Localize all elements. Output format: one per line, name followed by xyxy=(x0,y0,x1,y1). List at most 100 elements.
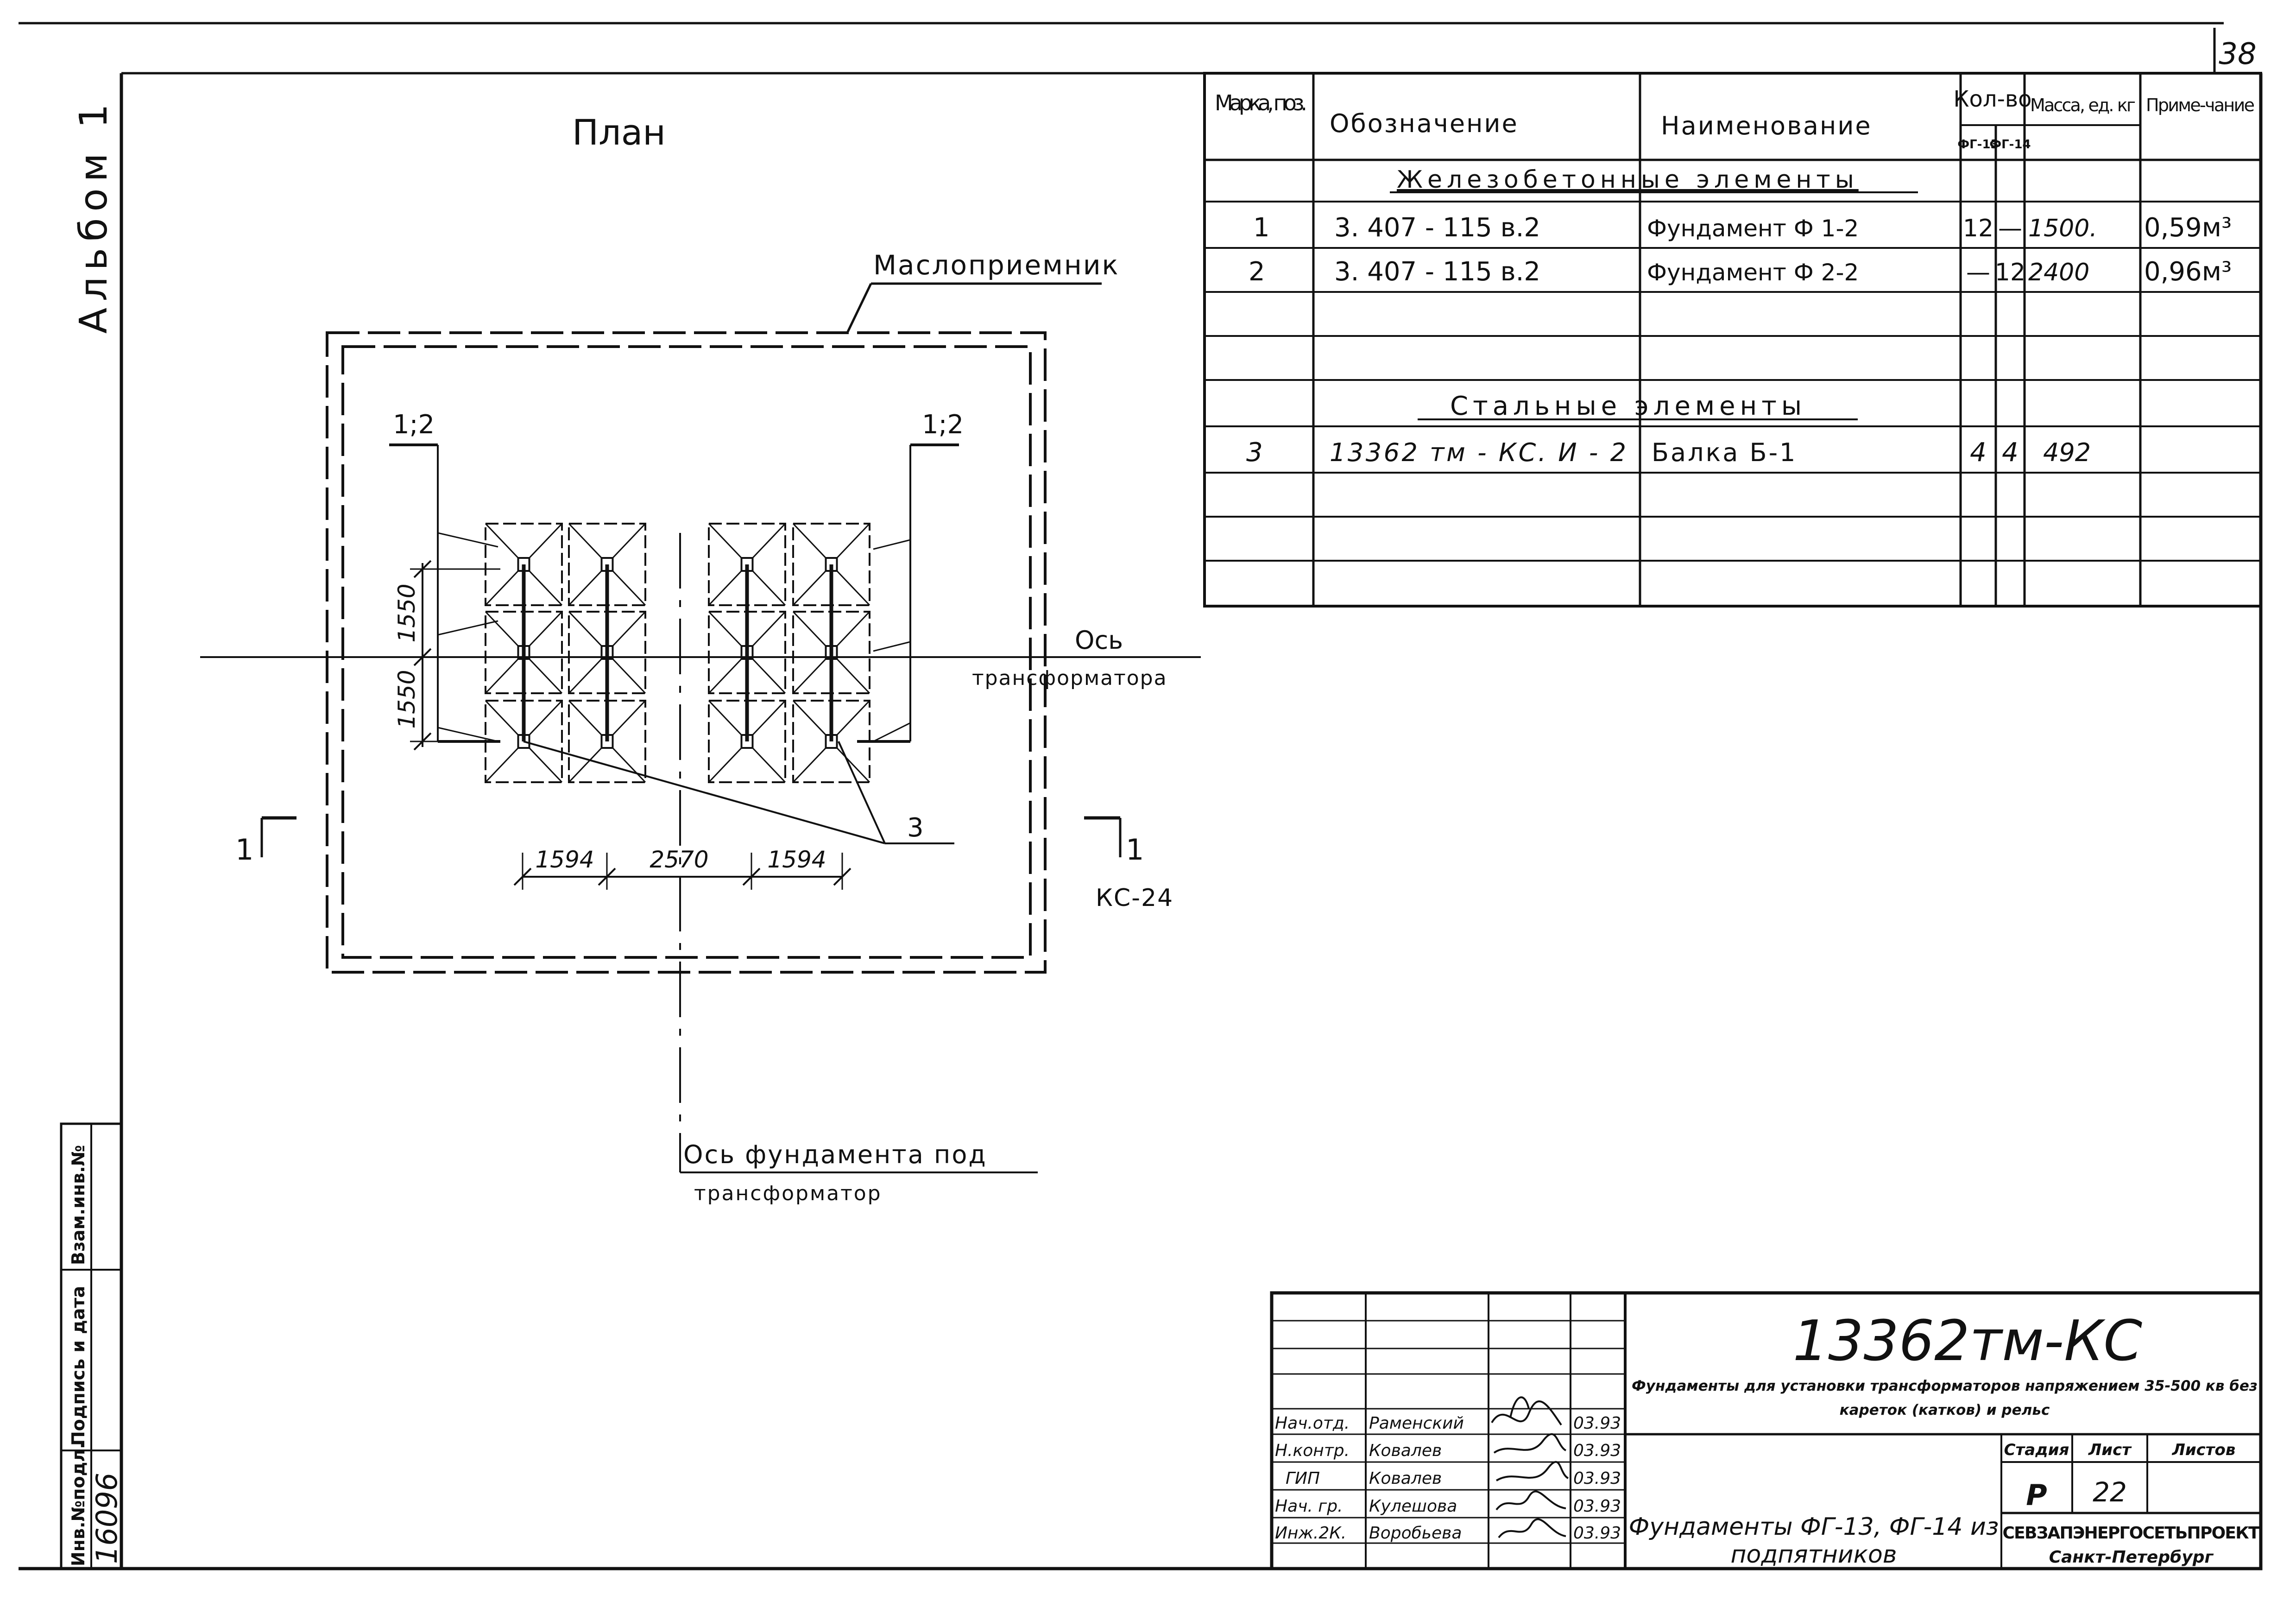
row-designation: 13362 тм - КС. И - 2 xyxy=(1330,438,1626,467)
section-steel: Стальные элементы xyxy=(1450,391,1806,421)
foundation-pads xyxy=(485,523,870,783)
row-fg14: 4 xyxy=(2002,437,2018,468)
signature-scribbles xyxy=(1491,1396,1569,1538)
oil-receiver-outline xyxy=(326,331,1047,974)
signer-name: Ковалев xyxy=(1369,1441,1442,1460)
side-stamp xyxy=(60,1122,123,1570)
beam-callout: 3 xyxy=(907,813,924,843)
signer-date: 03.93 xyxy=(1573,1414,1621,1433)
row-name: Фундамент Ф 1-2 xyxy=(1647,215,1859,242)
city: Санкт-Петербург xyxy=(2049,1548,2214,1567)
signer-row: Инж.2К. Воробьева 03.93 xyxy=(1275,1524,1621,1543)
signer-row: Н.контр. Ковалев 03.93 xyxy=(1275,1441,1621,1460)
foundation-pad xyxy=(708,700,786,783)
signer-date: 03.93 xyxy=(1573,1441,1621,1460)
dim-h-3: 1594 xyxy=(767,846,826,873)
inv-number: 16096 xyxy=(90,1473,124,1564)
row-fg13: 12 xyxy=(1963,215,1993,242)
oil-receiver-leader xyxy=(845,282,1102,335)
row-fg13: — xyxy=(1966,259,1990,286)
title-block xyxy=(1270,1291,2263,1570)
header-quantity: Кол-во xyxy=(1953,86,2031,112)
signer-name: Воробьева xyxy=(1369,1524,1462,1543)
row-note: 0,96м³ xyxy=(2144,257,2232,287)
section-ref: КС-24 xyxy=(1096,884,1173,912)
row-mass: 2400 xyxy=(2028,259,2089,286)
sheet-label: Лист xyxy=(2088,1441,2132,1459)
row-designation: 3. 407 - 115 в.2 xyxy=(1334,257,1540,287)
header-qty-fg13: ФГ-13 xyxy=(1957,138,1999,152)
album-label: Альбом 1 xyxy=(72,97,116,334)
header-designation: Обозначение xyxy=(1330,109,1519,138)
section-rc: Железобетонные элементы xyxy=(1397,166,1859,194)
stage-label: Стадия xyxy=(2004,1441,2069,1459)
signer-row: ГИП Ковалев 03.93 xyxy=(1286,1469,1621,1488)
oil-receiver-label: Маслоприемник xyxy=(873,249,1120,281)
header-name: Наименование xyxy=(1661,111,1872,140)
dim-v-1: 1550 xyxy=(393,583,420,642)
row-fg14: 12 xyxy=(1995,259,2025,286)
sign-date-label: Подпись и дата xyxy=(68,1286,88,1446)
section-marker-left-label: 1 xyxy=(235,833,253,867)
beam-callout-leaders xyxy=(523,741,954,844)
section-marker-right xyxy=(1084,816,1122,857)
horizontal-dimensions xyxy=(513,853,852,890)
replace-inv-label: Взам.инв.№ xyxy=(68,1145,88,1265)
signer-date: 03.93 xyxy=(1573,1497,1621,1516)
row-fg13: 4 xyxy=(1970,437,1987,468)
foundation-axis-line1: Ось фундамента под xyxy=(683,1140,987,1169)
doc-code: 13362тм-КС xyxy=(1793,1309,2143,1374)
row-designation: 3. 407 - 115 в.2 xyxy=(1334,213,1540,243)
row-mark: 3 xyxy=(1246,437,1263,468)
signer-name: Раменский xyxy=(1369,1414,1464,1433)
plan-title: План xyxy=(572,112,666,153)
row-mark: 1 xyxy=(1253,213,1270,243)
signer-row: Нач.отд. Раменский 03.93 xyxy=(1275,1414,1621,1433)
row-fg14: — xyxy=(1998,215,2022,242)
row-name: Балка Б-1 xyxy=(1652,438,1797,467)
section-label-left: 1;2 xyxy=(393,410,435,440)
inv-label: Инв.№подл. xyxy=(68,1442,88,1566)
sheet-value: 22 xyxy=(2093,1476,2127,1508)
spec-row: 2 3. 407 - 115 в.2 Фундамент Ф 2-2 — 12 … xyxy=(1249,257,2232,287)
row-name: Фундамент Ф 2-2 xyxy=(1647,259,1859,286)
row-mark: 2 xyxy=(1249,257,1265,287)
sheet-number: 38 xyxy=(2219,37,2256,71)
signer-name: Ковалев xyxy=(1369,1469,1442,1488)
signer-role: Инж.2К. xyxy=(1275,1524,1346,1543)
stage-value: Р xyxy=(2026,1478,2047,1512)
axis-transformer-line1: Ось xyxy=(1075,626,1123,655)
sheets-label: Листов xyxy=(2172,1441,2236,1459)
dim-v-2: 1550 xyxy=(393,670,420,728)
dim-h-2: 2570 xyxy=(650,846,708,873)
signer-role: Нач.отд. xyxy=(1275,1414,1350,1433)
foundation-axis-line2: трансформатор xyxy=(694,1182,882,1205)
header-qty-fg14: ФГ-14 xyxy=(1989,138,2031,152)
row-mass: 492 xyxy=(2043,438,2091,467)
axis-transformer-line2: трансформатора xyxy=(972,666,1167,690)
pad-leaders xyxy=(437,532,911,742)
vertical-dimensions xyxy=(410,560,500,751)
row-note: 0,59м³ xyxy=(2144,213,2232,243)
header-note: Приме-чание xyxy=(2146,95,2255,115)
project-title: Фундаменты для установки трансформаторов… xyxy=(1632,1378,2258,1418)
row-mass: 1500. xyxy=(2028,215,2097,242)
section-marker-right-label: 1 xyxy=(1126,833,1144,867)
section-label-right: 1;2 xyxy=(922,410,964,440)
signer-role: ГИП xyxy=(1286,1469,1320,1488)
spec-table xyxy=(1203,72,2262,608)
signer-name: Кулешова xyxy=(1369,1497,1457,1516)
signer-role: Нач. гр. xyxy=(1275,1497,1343,1516)
dim-h-1: 1594 xyxy=(535,846,594,873)
section-cut-right xyxy=(857,443,959,743)
signer-role: Н.контр. xyxy=(1275,1441,1350,1460)
organization: СЕВЗАПЭНЕРГОСЕТЬПРОЕКТ xyxy=(2003,1524,2260,1543)
section-marker-left xyxy=(260,816,296,857)
header-mark: Марка, поз. xyxy=(1215,90,1307,115)
spec-row: 3 13362 тм - КС. И - 2 Балка Б-1 4 4 492 xyxy=(1246,437,2091,468)
signer-date: 03.93 xyxy=(1573,1469,1621,1488)
spec-row: 1 3. 407 - 115 в.2 Фундамент Ф 1-2 12 — … xyxy=(1253,213,2232,243)
signer-row: Нач. гр. Кулешова 03.93 xyxy=(1275,1497,1621,1516)
header-mass: Масса, ед. кг xyxy=(2030,95,2136,115)
